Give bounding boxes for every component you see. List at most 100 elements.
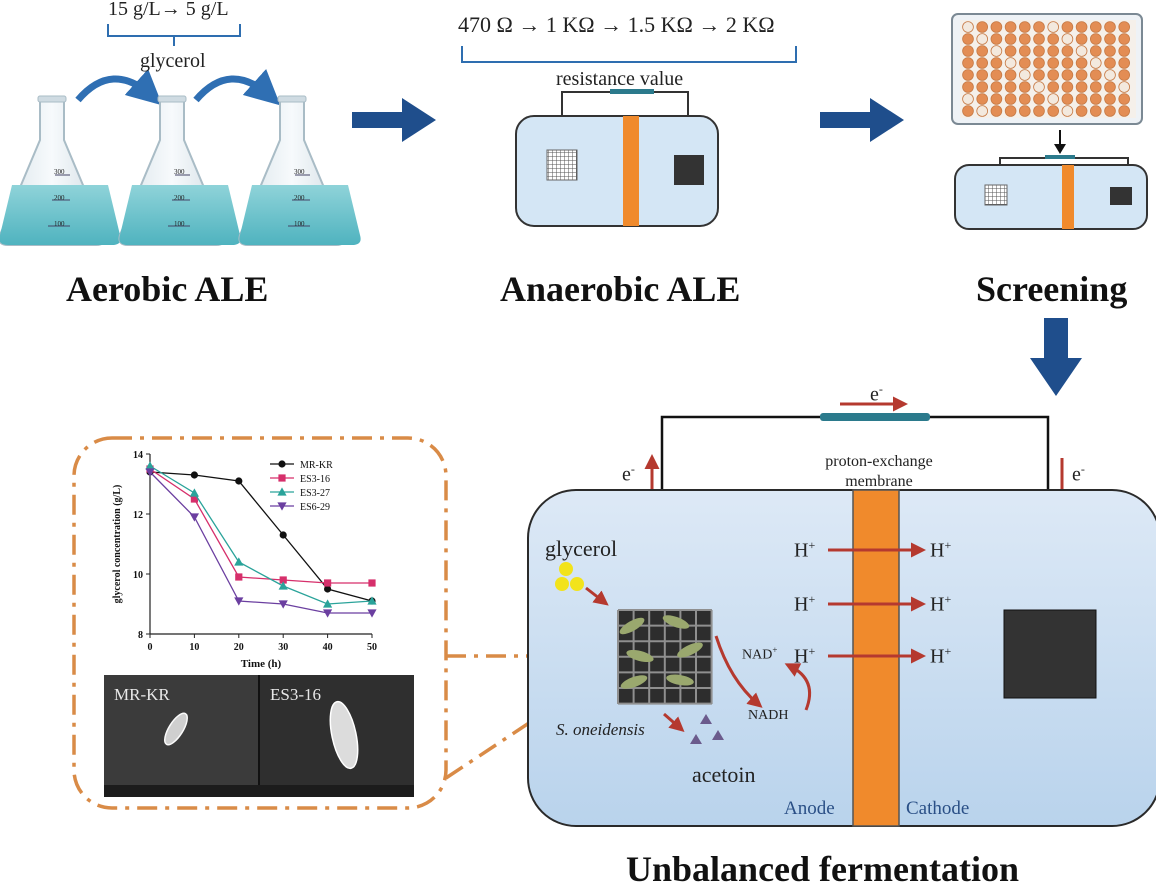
microplate	[951, 13, 1143, 125]
y-tick-label: 12	[133, 510, 143, 521]
data-point	[323, 599, 333, 608]
y-tick-label: 10	[133, 570, 143, 581]
plate-well	[1104, 93, 1116, 105]
nad-oxidation-arrow	[784, 663, 811, 711]
plate-well	[1104, 81, 1116, 93]
electron-label-top: e-	[870, 382, 883, 406]
flask	[238, 95, 361, 246]
plate-well	[1004, 105, 1017, 117]
plate-well	[1019, 21, 1031, 33]
data-point	[235, 573, 243, 581]
data-point	[235, 477, 243, 485]
x-axis-label: Time (h)	[241, 658, 282, 670]
plate-well	[1090, 57, 1102, 69]
callout-connector	[445, 670, 607, 780]
plate-well	[1104, 105, 1116, 117]
plate-well	[1047, 81, 1059, 93]
plate-well	[1075, 93, 1088, 105]
flask-mark: 100	[174, 220, 185, 228]
nad-label: NAD+	[742, 645, 778, 663]
plate-well	[962, 33, 974, 45]
cell-es3-16	[329, 700, 359, 770]
plate-well	[1033, 21, 1045, 33]
proton-label: H+	[930, 644, 952, 668]
glycerol-range: 15 g/L→ 5 g/L	[108, 0, 229, 20]
plate-well	[976, 57, 988, 69]
plate-well	[1075, 69, 1088, 81]
data-point	[234, 557, 244, 566]
plate-well	[1061, 21, 1074, 33]
transfer-arrow	[193, 68, 281, 106]
flask-mark: 200	[294, 194, 305, 202]
plate-well	[1075, 21, 1088, 33]
plate-well	[1075, 57, 1088, 69]
stage-title-anaerobic: Anaerobic ALE	[500, 269, 741, 309]
data-point	[234, 597, 244, 606]
x-tick-label: 30	[278, 642, 288, 653]
acetoin-molecule	[690, 734, 702, 744]
resistance-label: resistance value	[556, 68, 684, 90]
glycerol-bracket	[107, 24, 241, 46]
flow-arrow-down	[1030, 318, 1082, 396]
plate-well	[990, 21, 1003, 33]
nadh-label: NADH	[748, 708, 789, 723]
plate-well	[1019, 69, 1031, 81]
bacterium	[626, 649, 654, 663]
plate-well	[1033, 33, 1045, 45]
plate-well	[976, 81, 988, 93]
series-line	[149, 465, 373, 605]
data-point	[324, 579, 332, 587]
resistance-series: 470 Ω → 1 KΩ → 1.5 KΩ → 2 KΩ	[458, 12, 775, 37]
cathode-label: Cathode	[906, 798, 970, 819]
plate-well	[1061, 81, 1074, 93]
plate-well	[1061, 33, 1074, 45]
bacterium	[662, 615, 690, 629]
x-tick-label: 50	[367, 642, 377, 653]
proton-label: H+	[794, 644, 816, 668]
series-line	[149, 471, 372, 614]
plate-well	[1118, 81, 1130, 93]
plate-well	[1004, 33, 1017, 45]
plate-well	[1061, 57, 1074, 69]
series-line	[149, 471, 373, 602]
data-point	[145, 468, 155, 477]
data-point	[278, 581, 288, 590]
plate-well	[1004, 21, 1017, 33]
proton-exchange-membrane	[852, 489, 900, 827]
plate-well	[962, 93, 974, 105]
plate-well	[1019, 33, 1031, 45]
plate-well	[1090, 21, 1102, 33]
flow-arrow	[352, 98, 436, 142]
anode-electrode	[617, 609, 713, 705]
stage-title-aerobic: Aerobic ALE	[66, 269, 269, 309]
bacterium	[677, 642, 703, 658]
legend-label: MR-KR	[300, 460, 333, 471]
x-tick-label: 20	[234, 642, 244, 653]
data-point	[367, 609, 377, 618]
plate-well	[1019, 81, 1031, 93]
legend-marker	[277, 487, 287, 496]
cell-mr-kr	[164, 712, 188, 746]
plate-well	[1118, 45, 1130, 57]
flask	[0, 95, 121, 246]
transfer-arrow	[75, 68, 163, 106]
plate-well	[962, 69, 974, 81]
fermentation-diagram	[72, 396, 1156, 827]
x-tick-label: 0	[148, 642, 153, 653]
plate-well	[1004, 93, 1017, 105]
plate-well	[1033, 57, 1045, 69]
legend-marker	[278, 460, 286, 468]
legend-marker	[278, 474, 286, 482]
plate-well	[1118, 69, 1130, 81]
chart-callout-frame	[72, 436, 448, 810]
x-tick-label: 40	[323, 642, 333, 653]
glycerol-label: glycerol	[140, 50, 206, 72]
plate-well	[976, 69, 988, 81]
plate-well	[1047, 21, 1059, 33]
plate-well	[1104, 33, 1116, 45]
plate-well	[1104, 45, 1116, 57]
flask-mark: 300	[294, 168, 305, 176]
legend-marker	[277, 502, 287, 511]
